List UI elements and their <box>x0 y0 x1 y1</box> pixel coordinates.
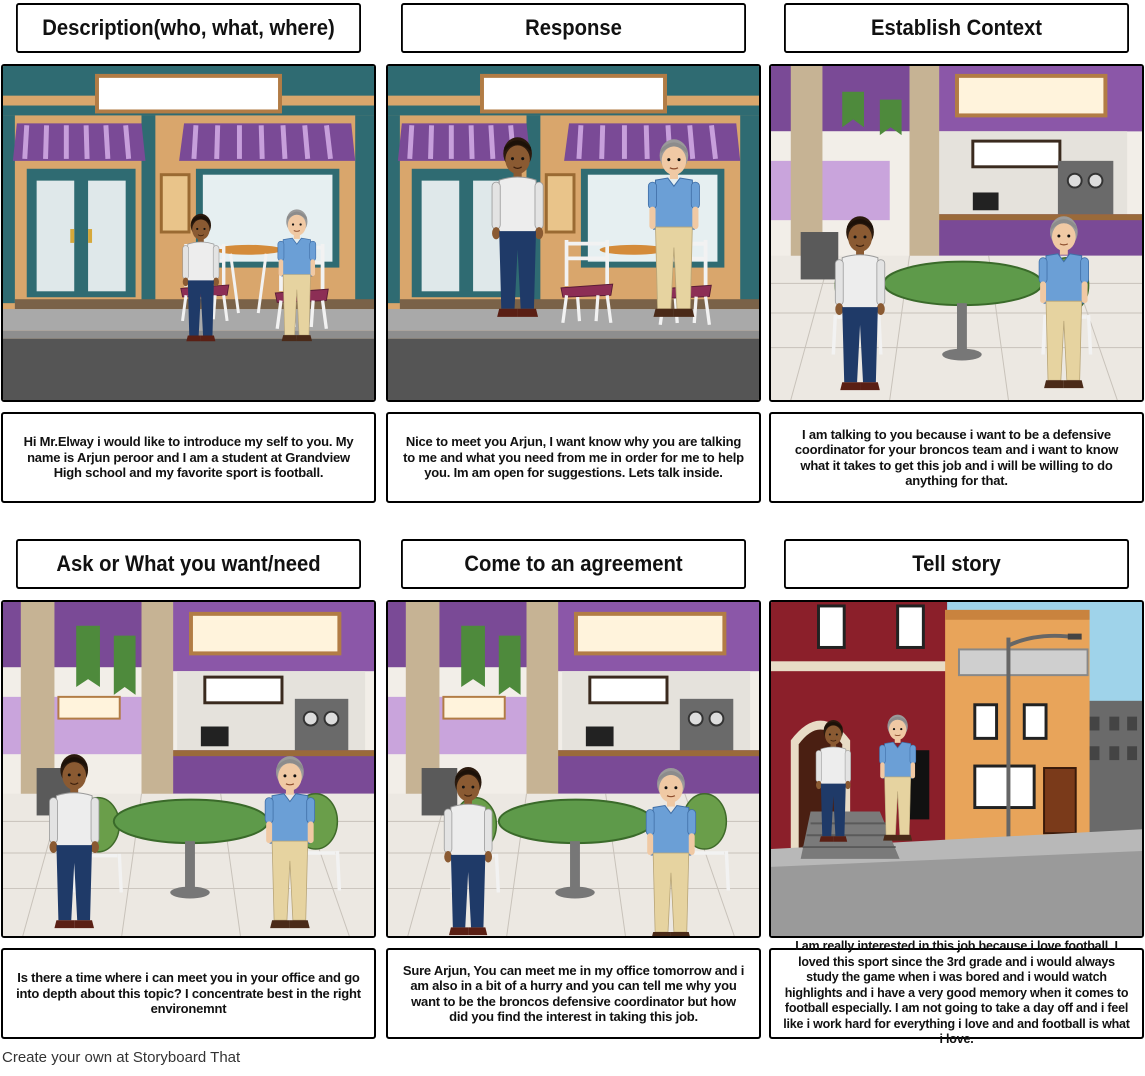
panel-3-title: Establish Context <box>784 3 1129 53</box>
panel-3-caption: I am talking to you because i want to be… <box>769 412 1144 503</box>
panel-2-caption: Nice to meet you Arjun, I want know why … <box>386 412 761 503</box>
panel-4-scene <box>1 600 376 938</box>
panel-4-caption-text: Is there a time where i can meet you in … <box>16 970 361 1017</box>
panel-4-caption: Is there a time where i can meet you in … <box>1 948 376 1039</box>
footer-credit[interactable]: Create your own at Storyboard That <box>2 1049 241 1066</box>
panel-3-caption-text: I am talking to you because i want to be… <box>794 426 1119 489</box>
panel-2-scene <box>386 64 761 402</box>
panel-5-scene <box>386 600 761 938</box>
panel-1-title: Description(who, what, where) <box>16 3 361 53</box>
panel-1-caption: Hi Mr.Elway i would like to introduce my… <box>1 412 376 503</box>
panel-1-caption-text: Hi Mr.Elway i would like to introduce my… <box>23 434 354 481</box>
panel-5-caption: Sure Arjun, You can meet me in my office… <box>386 948 761 1039</box>
panel-1-scene <box>1 64 376 402</box>
panel-5-caption-text: Sure Arjun, You can meet me in my office… <box>402 962 745 1025</box>
panel-6-caption-text: I am really interested in this job becau… <box>783 938 1130 1047</box>
panel-4-title: Ask or What you want/need <box>16 539 361 589</box>
panel-2-title: Response <box>401 3 746 53</box>
panel-6-caption: I am really interested in this job becau… <box>769 939 1144 1046</box>
panel-5-title: Come to an agreement <box>401 539 746 589</box>
panel-2-caption-text: Nice to meet you Arjun, I want know why … <box>403 434 744 481</box>
panel-3-scene <box>769 64 1144 402</box>
panel-6-title: Tell story <box>784 539 1129 589</box>
panel-6-scene <box>769 600 1144 938</box>
